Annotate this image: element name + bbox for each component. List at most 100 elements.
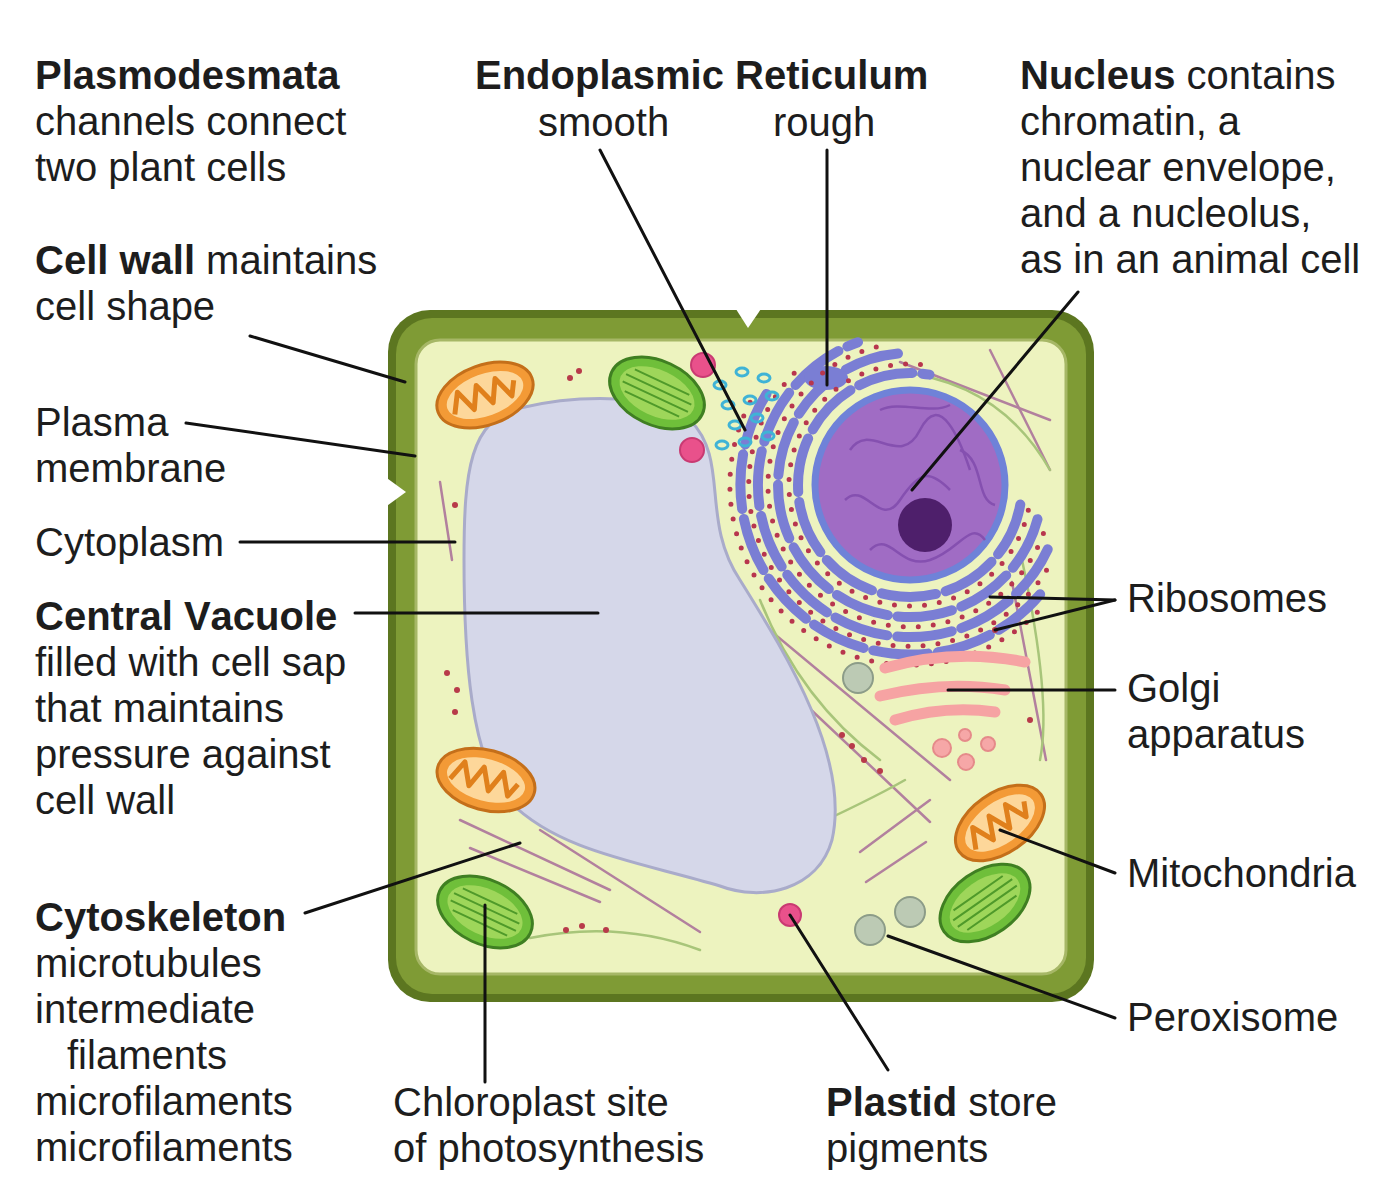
label-group: Golgi apparatus (1127, 665, 1277, 757)
part-description: filled with cell sap that maintains pres… (35, 639, 370, 823)
er-cisterna (798, 373, 1020, 597)
golgi-vesicles (933, 729, 995, 770)
part-description: channels connect two plant cells (35, 98, 380, 190)
er-cisterna (758, 342, 1048, 637)
cristae (448, 373, 518, 417)
label-group: Central Vacuolefilled with cell sap that… (35, 593, 370, 823)
part-name: Golgi apparatus (1127, 665, 1277, 757)
golgi-cisterna (895, 710, 995, 720)
smooth-er-vesicle (751, 414, 763, 422)
ribosome (579, 923, 585, 929)
mitochondrion-outer (942, 770, 1058, 877)
peroxisome (895, 897, 925, 927)
thylakoids (949, 873, 1022, 934)
label-group: Plasma membrane (35, 399, 175, 491)
cristae (450, 759, 520, 798)
smooth-er-vesicle (729, 421, 741, 429)
smooth-er-vesicle (716, 441, 728, 449)
chromatin-strand (960, 450, 995, 505)
mitochondrion-inner (955, 783, 1045, 863)
part-subtype: intermediate filaments (35, 986, 335, 1078)
label-group: Plastidstore pigments (826, 1079, 1086, 1171)
leader-line (888, 936, 1115, 1018)
plasmodesma-gap (384, 476, 406, 508)
microtubule (860, 800, 930, 852)
part-subtype: smooth (538, 99, 669, 145)
leader-line (912, 292, 1078, 490)
microtubule (440, 482, 452, 560)
ribosome (839, 732, 845, 738)
mitochondrion-inner (442, 749, 530, 810)
ribosome (576, 368, 582, 374)
part-name: Nucleus (1020, 53, 1176, 97)
ribosome (452, 502, 458, 508)
golgi-apparatus (880, 656, 1025, 720)
label-group: Ribosomes (1127, 575, 1327, 621)
chloroplast-stroma (611, 355, 703, 430)
label-group: Cell wallmaintains cell shape (35, 237, 395, 329)
golgi-vesicle (959, 729, 971, 741)
mitochondrion (430, 738, 542, 822)
part-name: Mitochondria (1127, 850, 1356, 896)
ribosome (603, 927, 609, 933)
chloroplast (926, 848, 1045, 958)
ribosome (1027, 717, 1033, 723)
leader-line (250, 336, 405, 382)
leader-line (484, 905, 487, 1082)
label-group: Cytoplasm (35, 519, 224, 565)
part-name: Plastid (826, 1080, 957, 1124)
rough-er (740, 342, 1047, 654)
chloroplast-outer (598, 343, 716, 443)
part-subtype: microfilaments (35, 1124, 335, 1170)
leader-line (790, 915, 888, 1070)
leader-line (355, 612, 598, 615)
smooth-er-vesicle (762, 432, 774, 440)
ribosome-row (749, 371, 1047, 646)
leader-line (600, 150, 745, 430)
ribosome (563, 927, 569, 933)
part-subtype: microtubules (35, 940, 335, 986)
label-group: Nucleuscontains chromatin, a nuclear env… (1020, 52, 1362, 282)
mitochondrion-outer (428, 350, 542, 441)
leader-line (240, 541, 455, 544)
leader-line (1000, 830, 1115, 873)
cytoplasm (416, 340, 1066, 974)
er-ribosomes (730, 346, 1047, 665)
smooth-er (714, 368, 778, 449)
label-group: rough (773, 99, 875, 145)
part-name: Plasmodesmata (35, 52, 380, 98)
part-name: Peroxisome (1127, 994, 1338, 1040)
part-name: Central Vacuole (35, 593, 370, 639)
label-group: Plasmodesmatachannels connect two plant … (35, 52, 380, 190)
peroxisome (855, 915, 885, 945)
thylakoids (619, 367, 694, 419)
ribosome (877, 768, 883, 774)
label-group: Peroxisome (1127, 994, 1338, 1040)
microtubule (866, 842, 926, 882)
ribosome (454, 687, 460, 693)
chloroplast-outer (926, 848, 1045, 958)
plasmodesma-gap (734, 306, 763, 328)
mitochondrion (942, 770, 1058, 877)
chloroplast-stroma (939, 861, 1031, 945)
ribosome-row (768, 346, 1043, 627)
label-group: Chloroplast site of photosynthesis (393, 1079, 713, 1171)
er-cisterna (778, 354, 1037, 617)
golgi-cisterna (885, 656, 1025, 668)
golgi-vesicle (958, 754, 974, 770)
leader-line (826, 150, 829, 385)
ribosome (452, 709, 458, 715)
smooth-er-vesicle (758, 374, 770, 382)
smooth-er-vesicle (766, 392, 778, 400)
ribosome (849, 743, 855, 749)
part-name: Plasma membrane (35, 399, 175, 491)
chloroplast (598, 343, 716, 443)
leader-line (186, 423, 415, 456)
nucleolus (898, 498, 952, 552)
leader-line (995, 600, 1115, 630)
mitochondrion (428, 350, 542, 441)
part-name: Cytoplasm (35, 519, 224, 565)
plastid (680, 438, 704, 462)
ribosome (444, 670, 450, 676)
cell-wall-outer (388, 310, 1094, 1002)
